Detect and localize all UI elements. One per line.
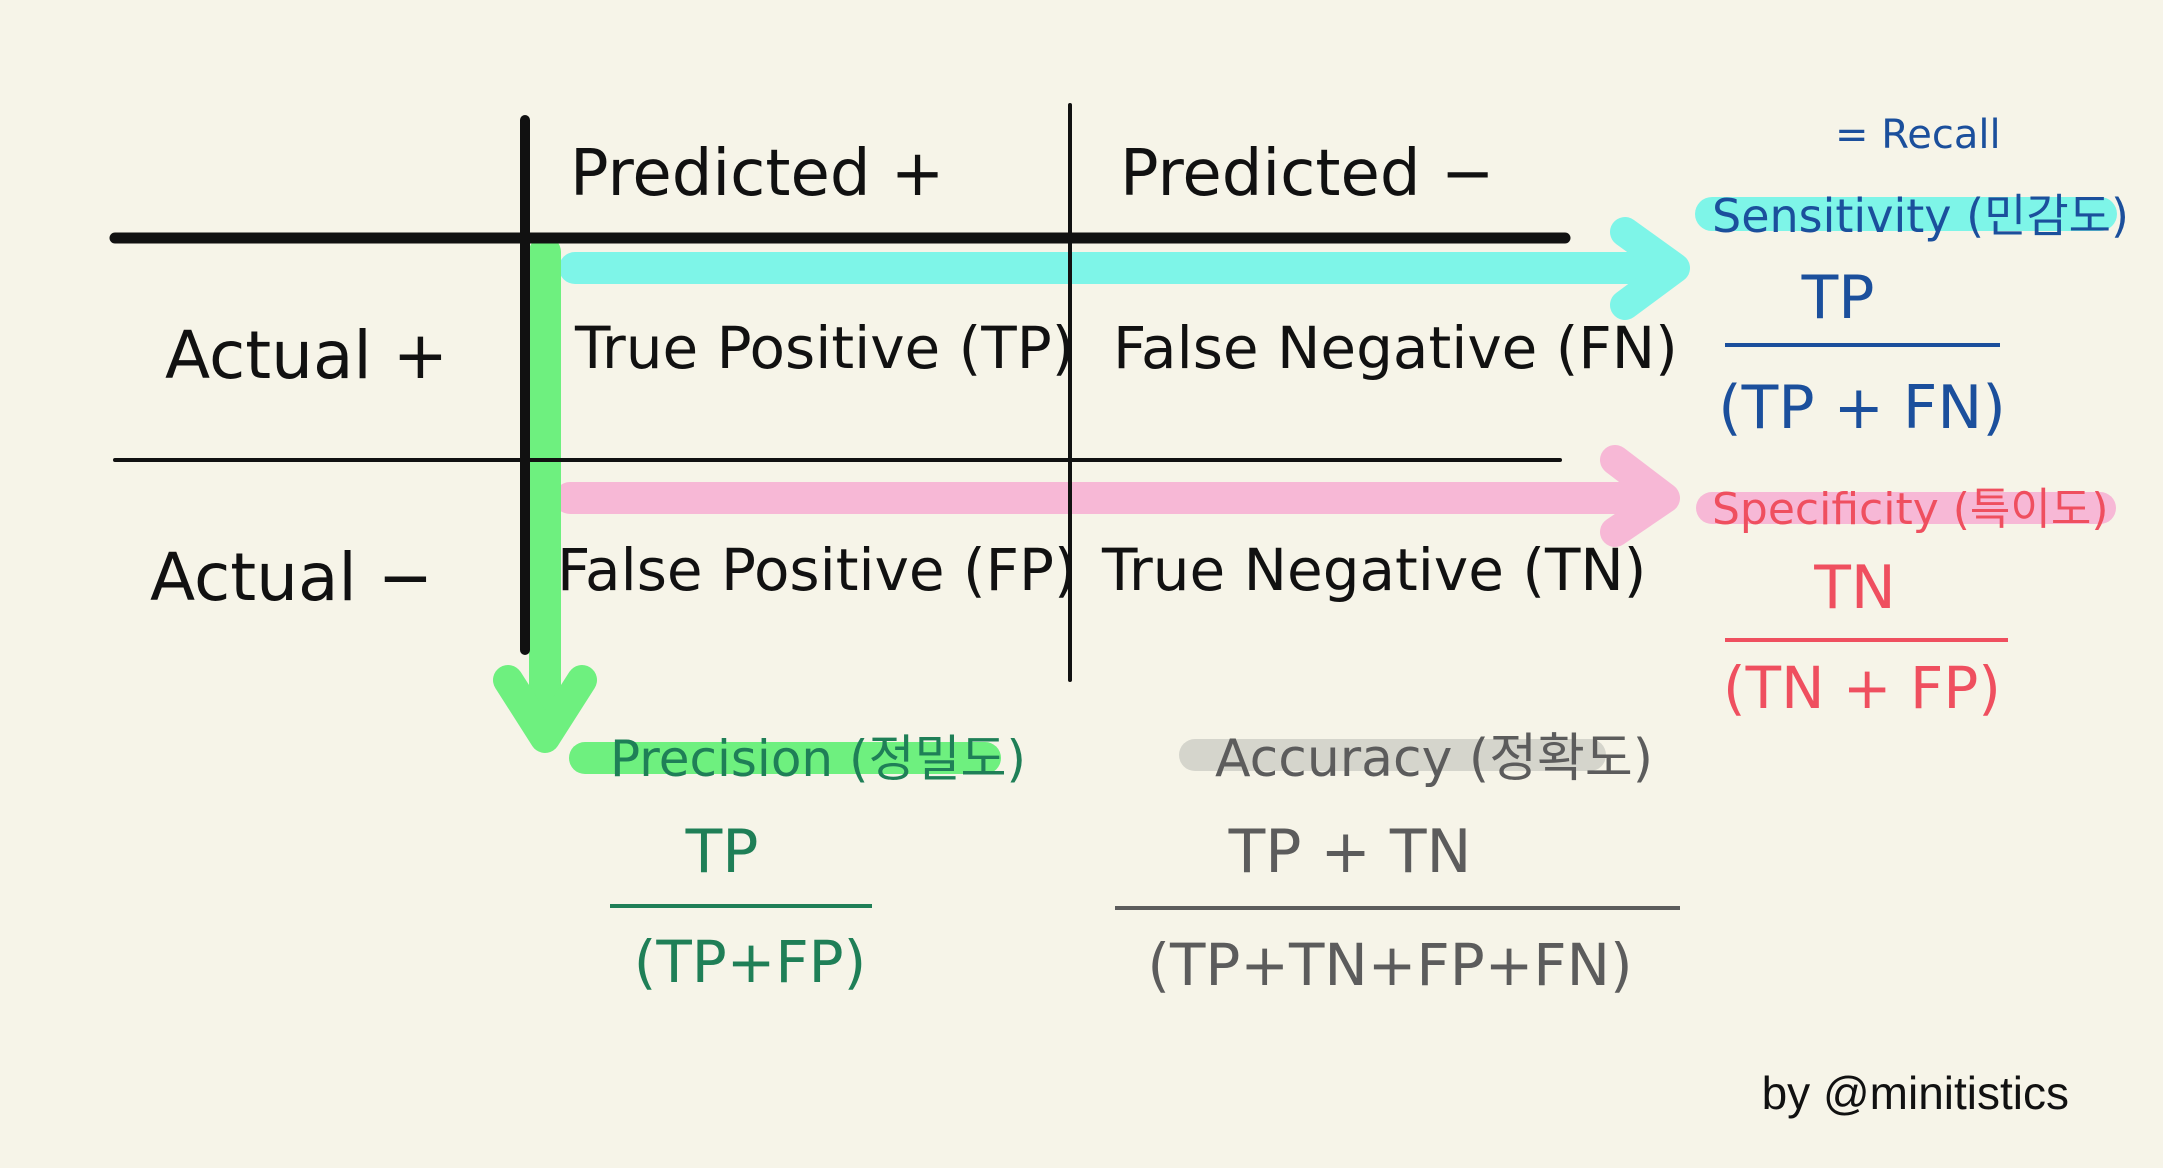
accuracy-numerator: TP + TN [1228,817,1472,887]
accuracy-label: Accuracy (정확도) [1215,729,1653,789]
sensitivity-arrow [559,217,1690,320]
cell-false-positive: False Positive (FP) [557,536,1077,604]
cell-true-negative: True Negative (TN) [1101,536,1646,604]
precision-numerator: TP [685,817,759,887]
author-credit: by @minitistics [1761,1067,2069,1119]
cell-false-negative: False Negative (FN) [1113,314,1678,382]
sensitivity-label: Sensitivity (민감도) [1712,189,2129,243]
matrix-grid [109,103,1571,682]
header-predicted-negative: Predicted − [1120,137,1494,211]
accuracy-denominator: (TP+TN+FP+FN) [1147,931,1632,999]
specificity-numerator: TN [1813,553,1896,623]
precision-arrow [493,236,597,753]
specificity-denominator: (TN + FP) [1723,654,2001,722]
precision-label: Precision (정밀도) [610,730,1026,788]
cell-true-positive: True Positive (TP) [574,314,1074,382]
sensitivity-numerator: TP [1801,263,1875,333]
sensitivity-denominator: (TP + FN) [1718,373,2005,443]
recall-alias: = Recall [1835,112,2001,158]
header-predicted-positive: Predicted + [570,137,944,211]
specificity-arrow [554,445,1680,547]
precision-denominator: (TP+FP) [634,928,867,996]
header-actual-negative: Actual − [150,539,433,616]
header-actual-positive: Actual + [165,317,448,394]
specificity-label: Specificity (특이도) [1712,484,2109,535]
